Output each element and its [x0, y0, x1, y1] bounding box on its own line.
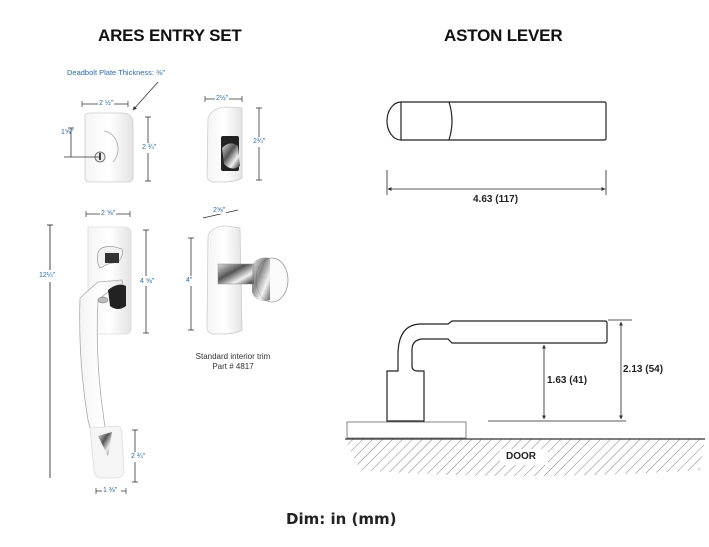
deadbolt-height-label: 2 ¾" — [142, 144, 157, 151]
handle-overall-height-label: 12¼" — [39, 272, 56, 279]
bottom-plate-width-label: 1 ⅜" — [103, 487, 118, 494]
interior-trim-caption-line1: Standard interior trim — [195, 352, 271, 361]
deadbolt-width-label: 2 ½" — [98, 100, 115, 107]
ares-entry-set-title: ARES ENTRY SET — [98, 26, 242, 45]
interior-height-label: 4" — [186, 277, 193, 284]
handle-width-label: 2 ⅝" — [100, 210, 117, 217]
dimension-units-note: Dim: in (mm) — [286, 510, 397, 528]
bottom-plate-height-label: 2 ¾" — [131, 453, 146, 460]
interior-trim-caption: Standard interior trim Part # 4817 — [188, 352, 278, 372]
deadbolt-thickness-note: Deadbolt Plate Thickness: ⅜" — [67, 68, 165, 77]
thumbturn-height-label: 2¾" — [253, 138, 266, 145]
aston-lever-title: ASTON LEVER — [444, 26, 563, 45]
lever-length-label: 4.63 (117) — [473, 194, 519, 205]
thumbturn-width-label: 2½" — [215, 95, 230, 102]
lever-clearance-label: 1.63 (41) — [547, 375, 588, 386]
interior-width-label: 2⅝" — [212, 207, 227, 214]
handle-plate-height-label: 4 ⅝" — [140, 278, 155, 285]
door-label: DOOR — [506, 451, 536, 462]
aston-side-view — [345, 319, 705, 476]
deadbolt-backset-label: 1⅝" — [61, 129, 74, 136]
lever-projection-label: 2.13 (54) — [623, 364, 664, 375]
interior-knob-drawing — [184, 209, 289, 335]
handleset-drawing — [36, 211, 154, 496]
thumbturn-drawing — [204, 96, 266, 183]
aston-top-view — [386, 101, 607, 195]
deadbolt-drawing — [64, 81, 159, 183]
interior-trim-caption-line2: Part # 4817 — [212, 362, 254, 371]
